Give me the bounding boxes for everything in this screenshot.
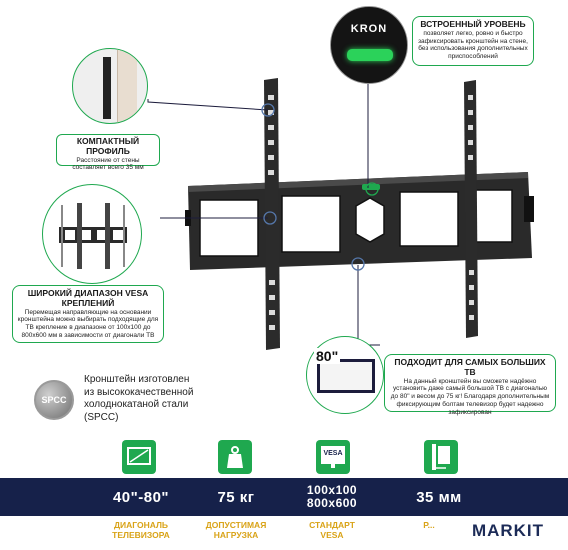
profile-zoom-circle (72, 48, 148, 124)
level-title: ВСТРОЕННЫЙ УРОВЕНЬ (420, 19, 526, 29)
spec-distance-value: 35 мм (416, 489, 462, 506)
tv-size-badge: 80" (314, 348, 341, 364)
watermark-text: MARKIT (471, 521, 545, 540)
spec-weight-label: ДОПУСТИМАЯ НАГРУЗКА (205, 520, 267, 541)
vesa-zoom-circle (42, 184, 142, 284)
spec-vesa-value-line2: 800х600 (306, 495, 358, 510)
wall-distance-icon (424, 440, 458, 474)
watermark-logo: MARKIT (452, 516, 564, 546)
specs-band (0, 478, 568, 516)
profile-bracket (103, 57, 111, 119)
spec-diagonal-label: ДИАГОНАЛЬ ТЕЛЕВИЗОРА (112, 520, 170, 541)
spec-vesa-label: СТАНДАРТ VESA (309, 520, 355, 541)
wall-mount-illustration (147, 70, 534, 350)
profile-callout-box: КОМПАКТНЫЙ ПРОФИЛЬ Расстояние от стены с… (56, 134, 160, 171)
spcc-text: Кронштейн изготовлен из высококачественн… (84, 374, 194, 423)
weight-icon (218, 440, 252, 474)
big-tv-text: На данный кронштейн вы сможете надёжно у… (390, 377, 550, 416)
level-bubble (347, 49, 393, 61)
wall-bricks (117, 49, 137, 123)
level-callout-box: ВСТРОЕННЫЙ УРОВЕНЬ позволяет легко, ровн… (412, 16, 534, 66)
tv-size-circle: 80" (306, 336, 384, 414)
vesa-icon-text: VESA (323, 450, 343, 457)
profile-title: КОМПАКТНЫЙ ПРОФИЛЬ (76, 136, 140, 156)
mount-arm-left (264, 78, 280, 350)
mount-base-plate (185, 172, 534, 270)
vesa-callout-box: ШИРОКИЙ ДИАПАЗОН VESA КРЕПЛЕНИЙ Перемеща… (12, 285, 164, 343)
tv-screen: 80" (314, 348, 375, 393)
spec-vesa-value-line1: 100х100 (306, 483, 358, 497)
profile-text: Расстояние от стены составляет всего 35 … (72, 156, 144, 172)
spec-weight-value: 75 кг (217, 489, 255, 506)
spec-distance-label: Р... (423, 520, 435, 530)
level-zoom-circle: KRON (330, 6, 408, 84)
vesa-text: Перемещая направляющие на основании крон… (17, 308, 159, 339)
spcc-badge-icon: SPCC (34, 380, 74, 420)
vesa-icon: VESA (316, 440, 350, 474)
big-tv-callout-box: ПОДХОДИТ ДЛЯ САМЫХ БОЛЬШИХ ТВ На данный … (384, 354, 556, 416)
spec-diagonal-value: 40"-80" (112, 489, 170, 506)
spcc-badge-text: SPCC (41, 395, 67, 405)
big-tv-title: ПОДХОДИТ ДЛЯ САМЫХ БОЛЬШИХ ТВ (394, 357, 546, 377)
vesa-title: ШИРОКИЙ ДИАПАЗОН VESA КРЕПЛЕНИЙ (27, 288, 149, 308)
level-text: позволяет легко, ровно и быстро зафиксир… (418, 29, 528, 61)
brand-logo: KRON (350, 23, 388, 35)
mount-arm-right (464, 80, 478, 338)
spec-vesa-value: 100х100 800х600 (290, 484, 374, 509)
diagonal-icon (122, 440, 156, 474)
